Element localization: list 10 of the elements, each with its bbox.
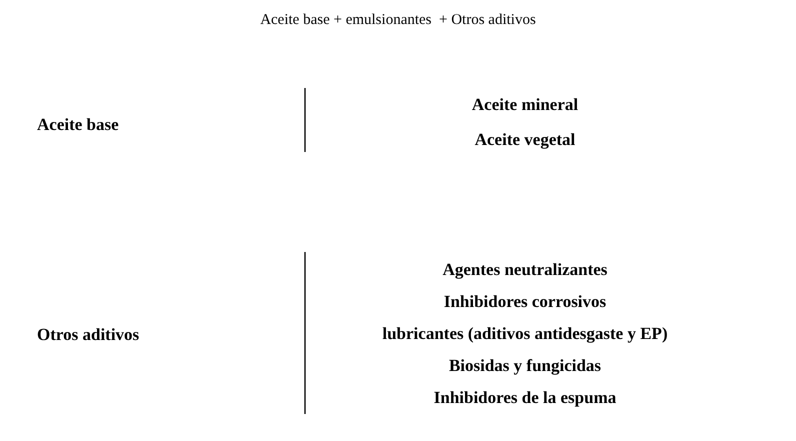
- category-label: Aceite base: [37, 115, 119, 135]
- item-text: Agentes neutralizantes: [442, 260, 608, 280]
- category-label: Otros aditivos: [37, 325, 140, 345]
- item-text: Biosidas y fungicidas: [448, 356, 602, 376]
- item-text: Inhibidores de la espuma: [434, 388, 616, 408]
- item-text: Inhibidores corrosivos: [444, 292, 606, 312]
- title: Aceite base + emulsionantes + Otros aditivos: [260, 12, 536, 30]
- item-text: Aceite mineral: [472, 95, 578, 115]
- item-text: Aceite vegetal: [474, 130, 576, 150]
- item-text: lubricantes (aditivos antidesgaste y EP): [382, 324, 668, 344]
